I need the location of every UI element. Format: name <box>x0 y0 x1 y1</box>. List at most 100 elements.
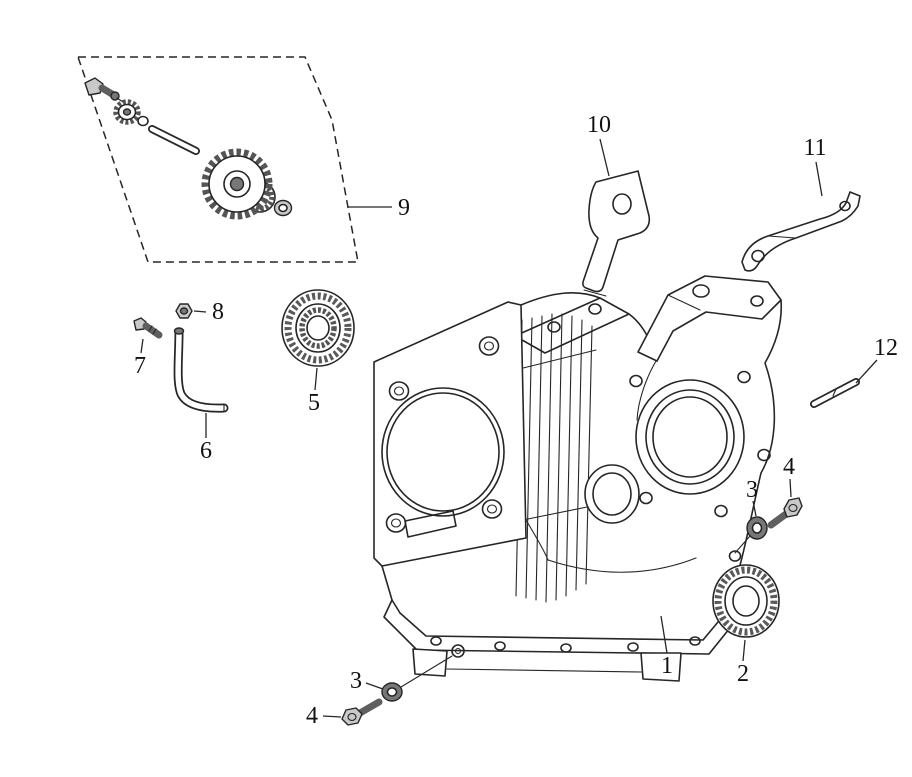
callout-10: 10 <box>587 112 611 177</box>
part-7-bolt <box>133 317 163 339</box>
small-gear-teeth <box>113 99 141 125</box>
bracket10-body <box>582 170 651 293</box>
cooling-fins <box>512 313 597 603</box>
big-gear-teeth <box>201 148 273 220</box>
callout-1: 1 <box>660 615 673 679</box>
callout-8: 8 <box>193 299 224 325</box>
part-3-washer-bottom <box>381 682 403 702</box>
callouts: 1 2 3 4 3 4 5 6 <box>134 112 898 729</box>
part-4-bolt-right <box>734 497 803 554</box>
callout-4-bottom-label: 4 <box>306 703 318 729</box>
bracket10-foot-line <box>583 289 607 297</box>
bearing-balls <box>299 307 337 349</box>
part-9-gear-assembly <box>84 77 293 220</box>
top-bracket-hole-1 <box>692 284 710 298</box>
part-3-washer-right <box>746 516 768 540</box>
skirt-bottom-line <box>446 668 643 673</box>
part-5-bearing <box>281 289 355 367</box>
callout-1-label: 1 <box>661 653 673 679</box>
big-gear-inner-ring <box>223 170 251 198</box>
callout-7-label: 7 <box>134 353 146 379</box>
part-11-bracket-arm <box>741 191 861 272</box>
part-6-bent-shaft <box>173 327 229 413</box>
part-12-pin <box>810 378 860 408</box>
side-boss-hole <box>728 550 742 562</box>
callout-5: 5 <box>308 367 320 416</box>
callout-3-right: 3 <box>746 477 758 517</box>
callout-6-label: 6 <box>200 438 212 464</box>
plate-slot <box>404 510 457 538</box>
callout-8-label: 8 <box>212 299 224 325</box>
callout-2: 2 <box>737 639 749 687</box>
bolt4b-head <box>341 707 363 726</box>
callout-3-right-label: 3 <box>746 477 758 503</box>
top-bracket-hole-2 <box>750 295 764 307</box>
intake-hole-1 <box>547 321 561 333</box>
plate-bolt-holes <box>385 336 503 533</box>
sump-drain-hole-inner <box>454 647 462 655</box>
callout-10-label: 10 <box>587 112 611 138</box>
top-bracket-fold <box>667 294 701 311</box>
part-9-dashed-enclosure <box>76 56 359 263</box>
part-1-crankcase <box>373 275 783 682</box>
callout-5-label: 5 <box>308 390 320 416</box>
sump-drain-hole <box>451 644 465 658</box>
seal-hatch-ring <box>714 566 778 636</box>
callout-4-right: 4 <box>783 454 795 498</box>
case-top-edge <box>520 292 601 306</box>
callout-2-label: 2 <box>737 661 749 687</box>
main-bearing-opening-mid <box>645 389 735 485</box>
assembly-bolt-tip <box>116 97 124 103</box>
gear-pin-fill <box>149 126 199 154</box>
cylinder-bore-outer <box>381 387 505 517</box>
small-washer <box>137 115 149 127</box>
bolt4r-head-face <box>788 503 798 513</box>
part-10-bracket <box>582 170 651 297</box>
callout-9: 9 <box>348 195 410 221</box>
callout-9-label: 9 <box>398 195 410 221</box>
big-gear-hub <box>229 176 245 192</box>
bracket11-hole-left <box>751 249 765 263</box>
end-washer-hole <box>278 203 288 213</box>
intake-hole-2 <box>588 303 602 315</box>
callout-4-right-label: 4 <box>783 454 795 480</box>
assembly-bolt-shaft <box>98 84 116 98</box>
callout-3-bottom: 3 <box>350 668 384 694</box>
shaft6-fill <box>175 329 227 411</box>
cylinder-face-plate <box>373 301 527 567</box>
foot-right <box>640 652 682 682</box>
bolt4b-head-face <box>347 712 357 722</box>
dashed-boundary <box>76 56 359 263</box>
pin12-seam <box>832 388 837 397</box>
bolt7-shaft <box>142 322 163 339</box>
callout-4-bottom: 4 <box>306 703 342 729</box>
web-plate-to-sump <box>525 519 549 561</box>
callout-12-label: 12 <box>874 335 898 361</box>
callout-6: 6 <box>200 413 212 464</box>
bolt-axis-bottom <box>400 655 453 688</box>
web-left-of-opening <box>636 360 657 421</box>
journal-inner <box>592 472 632 516</box>
bearing-outer-race <box>284 292 352 364</box>
bolt4r-shaft <box>767 510 790 529</box>
bearing-bore <box>306 315 330 341</box>
callout-11: 11 <box>803 135 827 197</box>
foot-left <box>412 648 448 677</box>
cylinder-bore-inner <box>386 392 500 512</box>
bearing-boss-holes <box>629 370 771 518</box>
bracket10-hole <box>612 193 632 215</box>
bolt4r-head <box>783 497 803 518</box>
bolt7-threads <box>148 325 157 335</box>
bolt4b-shaft <box>356 698 383 717</box>
callout-3-bottom-label: 3 <box>350 668 362 694</box>
bracket11-fold-line <box>767 235 797 239</box>
shaft6-top-cap <box>173 327 185 335</box>
web-lower <box>547 557 697 573</box>
washer3r-hole <box>751 522 763 534</box>
top-bracket <box>637 275 782 362</box>
seal-lip <box>732 585 760 617</box>
callout-12: 12 <box>855 335 898 384</box>
